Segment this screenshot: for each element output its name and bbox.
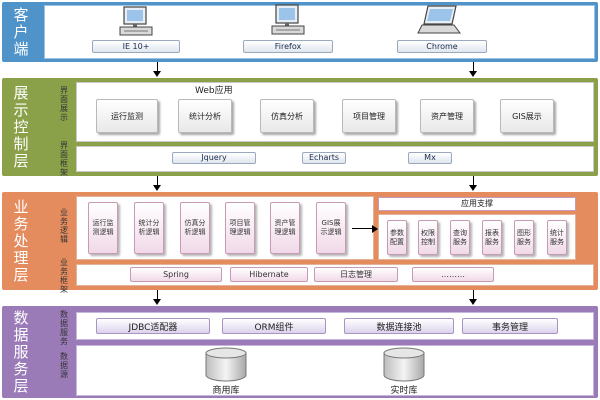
module-run-monitor: 运行监测 (96, 99, 158, 133)
framework-hibernate: Hibernate (230, 267, 308, 282)
logic-gis-display: GIS展示逻辑 (316, 202, 346, 254)
support-title: 应用支撑 (461, 199, 493, 208)
web-app-title: Web应用 (195, 86, 233, 96)
arrow-head-icon (469, 185, 477, 191)
data-service-pool: 数据连接池 (344, 318, 454, 334)
logic-run-monitor: 运行监测逻辑 (88, 202, 118, 254)
support-panel (378, 214, 576, 260)
logic-sim-analysis: 仿真分析逻辑 (180, 202, 210, 254)
client-layer-title: 客户端 (13, 5, 31, 58)
arrow-business-to-data-left (157, 290, 158, 300)
service-permission: 权限控制 (418, 220, 438, 255)
framework-jquery: Jquery (172, 152, 256, 164)
service-statistics: 统计服务 (547, 220, 567, 255)
framework-echarts: Echarts (302, 152, 346, 164)
framework-log-mgmt: 日志管理 (314, 267, 398, 282)
arrow-presentation-to-business-right (473, 176, 474, 186)
service-param-config: 参数配置 (387, 220, 407, 255)
framework-mx: Mx (408, 152, 452, 164)
arrow-client-to-presentation-right (473, 62, 474, 72)
desktop-computer-icon (271, 4, 305, 35)
arrow-business-to-data-right (473, 290, 474, 300)
arrow-head-icon (153, 71, 161, 77)
logic-stat-analysis: 统计分析逻辑 (134, 202, 164, 254)
database-icon (383, 347, 425, 382)
service-query: 查询服务 (450, 220, 470, 255)
laptop-icon (417, 5, 461, 34)
service-graphics: 图形服务 (514, 220, 534, 255)
arrow-head-icon (469, 71, 477, 77)
presentation-ui-label: 界面展示 (60, 86, 68, 122)
logic-asset-mgmt: 资产管理逻辑 (270, 202, 300, 254)
module-stat-analysis: 统计分析 (178, 99, 232, 133)
business-logic-label: 业务逻辑 (60, 208, 68, 244)
arrow-head-icon (372, 225, 378, 233)
service-report: 报表服务 (482, 220, 502, 255)
data-source-label: 数据源 (60, 352, 68, 379)
presentation-framework-label: 界面框架 (60, 141, 68, 177)
arrow-head-icon (153, 185, 161, 191)
browser-ie-label: IE 10+ (92, 40, 180, 53)
module-asset-mgmt: 资产管理 (420, 99, 474, 133)
source-commercial-db: 商用库 (212, 386, 240, 396)
support-title-box: 应用支撑 (378, 197, 576, 211)
data-source-panel (76, 345, 594, 396)
framework-more: ……… (412, 267, 494, 282)
business-framework-label: 业务框架 (60, 258, 68, 294)
arrow-client-to-presentation-left (157, 62, 158, 72)
business-layer-title: 业务处理层 (13, 197, 31, 284)
presentation-layer-title: 展示控制层 (13, 83, 31, 170)
arrow-head-icon (153, 299, 161, 305)
browser-firefox-label: Firefox (243, 40, 333, 53)
data-service-label: 数据服务 (60, 310, 68, 346)
logic-project-mgmt: 项目管理逻辑 (225, 202, 255, 254)
database-icon (205, 347, 247, 382)
desktop-computer-icon (119, 6, 153, 36)
data-service-orm: ORM组件 (222, 318, 326, 334)
arrow-logic-to-support (352, 228, 374, 229)
module-sim-analysis: 仿真分析 (260, 99, 314, 133)
data-layer-title: 数据服务层 (13, 308, 31, 395)
data-service-transaction: 事务管理 (462, 318, 558, 334)
module-project-mgmt: 项目管理 (342, 99, 396, 133)
arrow-presentation-to-business-left (157, 176, 158, 186)
framework-spring: Spring (130, 267, 222, 282)
source-realtime-db: 实时库 (390, 386, 418, 396)
browser-chrome-label: Chrome (397, 40, 487, 53)
data-service-jdbc: JDBC适配器 (96, 318, 210, 334)
module-gis-display: GIS展示 (500, 99, 554, 133)
arrow-head-icon (469, 299, 477, 305)
